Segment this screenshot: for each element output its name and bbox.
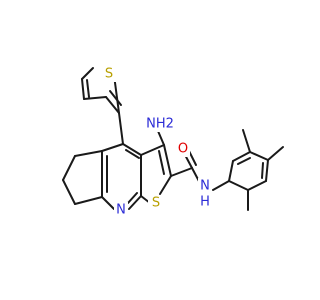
sulfur-label-fused: S [152, 196, 160, 211]
atom-labels: S NH2 O N H N S [100, 66, 212, 218]
pyridine-ring [101, 143, 142, 210]
amino-label: NH2 [146, 117, 174, 132]
molecule-structure: S NH2 O N H N S [62, 66, 284, 218]
amino-bond [157, 130, 165, 146]
fused-thiophene-ring [140, 144, 172, 204]
oxygen-label: O [178, 142, 188, 157]
amide-nitrogen-label: N [200, 179, 210, 194]
molecule-diagram: S NH2 O N H N S [62, 66, 284, 218]
sulfur-label-top: S [105, 67, 113, 82]
dimethylphenyl-ring [212, 129, 284, 211]
cyclopentane-ring [62, 150, 103, 205]
amide-hydrogen-label: H [200, 195, 210, 210]
pyridine-nitrogen-label: N [116, 203, 126, 218]
